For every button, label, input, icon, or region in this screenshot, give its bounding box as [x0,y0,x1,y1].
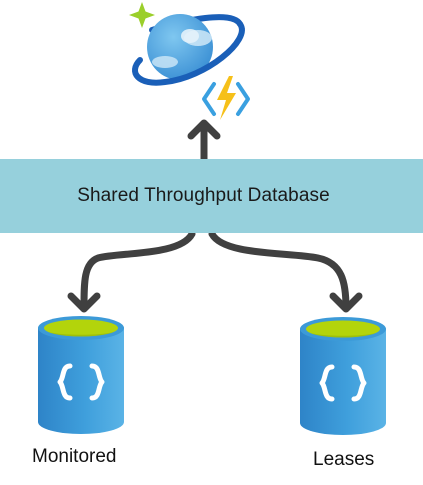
cosmos-db-icon [132,14,245,86]
banner-label: Shared Throughput Database [77,185,330,206]
azure-functions-icon [202,76,250,120]
json-braces-icon [319,364,367,402]
leases-container-label: Leases [313,449,375,470]
branch-arrow-left [67,230,196,313]
json-braces-icon [57,363,105,401]
sparkle-icon [129,2,155,28]
container-cylinder-leases [300,317,386,435]
branch-arrow-right [208,230,363,313]
container-cylinder-monitored [38,316,124,434]
up-arrow [187,119,221,164]
monitored-container-label: Monitored [32,446,117,467]
shared-throughput-database-banner: Shared Throughput Database [0,159,423,233]
